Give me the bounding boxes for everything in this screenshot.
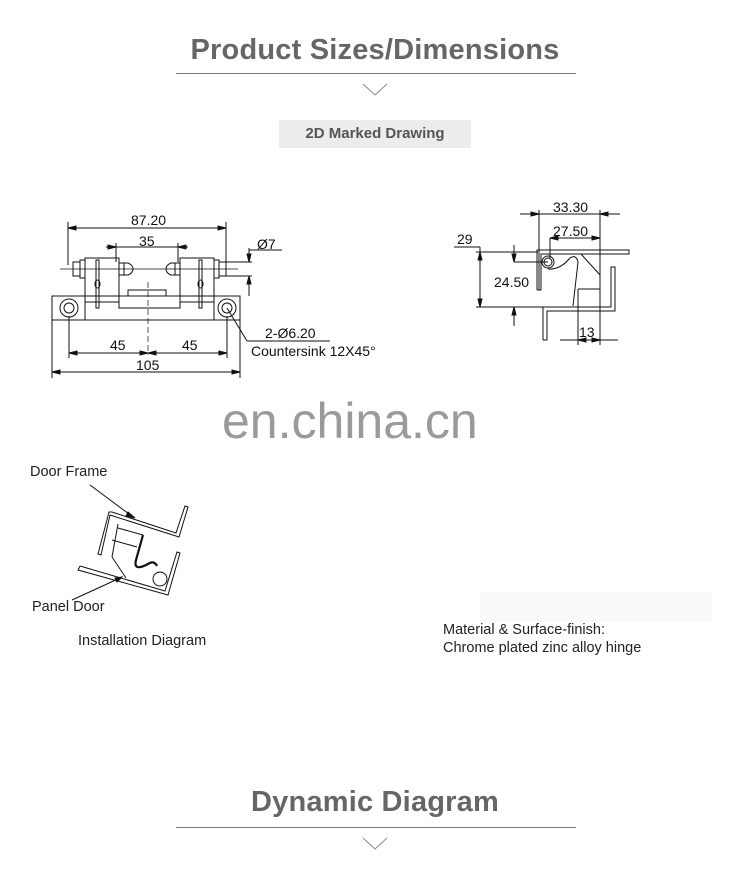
faint-placeholder-box (480, 592, 712, 622)
door-frame-label: Door Frame (30, 464, 108, 480)
dim-inner-width: 27.50 (553, 223, 589, 239)
dim-height-total: 29 (457, 231, 473, 247)
material-line-1: Material & Surface-finish: (443, 622, 605, 638)
dim-countersink: Countersink 12X45° (251, 343, 376, 359)
dim-outer-width: 33.30 (553, 199, 589, 215)
section-divider (176, 827, 576, 828)
section-title-dynamic-diagram: Dynamic Diagram (251, 786, 499, 818)
section-divider (176, 73, 576, 74)
dim-left-half: 45 (110, 337, 126, 353)
dim-flange: 13 (579, 324, 595, 340)
dim-pin-diameter: Ø7 (257, 236, 276, 252)
dim-height-pivot: 24.50 (494, 274, 530, 290)
dim-right-half: 45 (182, 337, 198, 353)
watermark: en.china.cn (222, 393, 478, 449)
dim-overall-pins: 87.20 (131, 212, 167, 228)
chevron-down-icon (362, 83, 388, 96)
dim-inner-gap: 35 (139, 233, 155, 249)
dim-base-length: 105 (136, 357, 160, 373)
dim-hole-spec: 2-Ø6.20 (265, 325, 316, 341)
badge-2d-marked-drawing: 2D Marked Drawing (279, 120, 471, 148)
material-line-2: Chrome plated zinc alloy hinge (443, 640, 642, 656)
installation-caption: Installation Diagram (78, 633, 207, 649)
panel-door-label: Panel Door (32, 599, 105, 615)
section-title-product-sizes: Product Sizes/Dimensions (190, 34, 560, 66)
chevron-down-icon (362, 837, 388, 850)
